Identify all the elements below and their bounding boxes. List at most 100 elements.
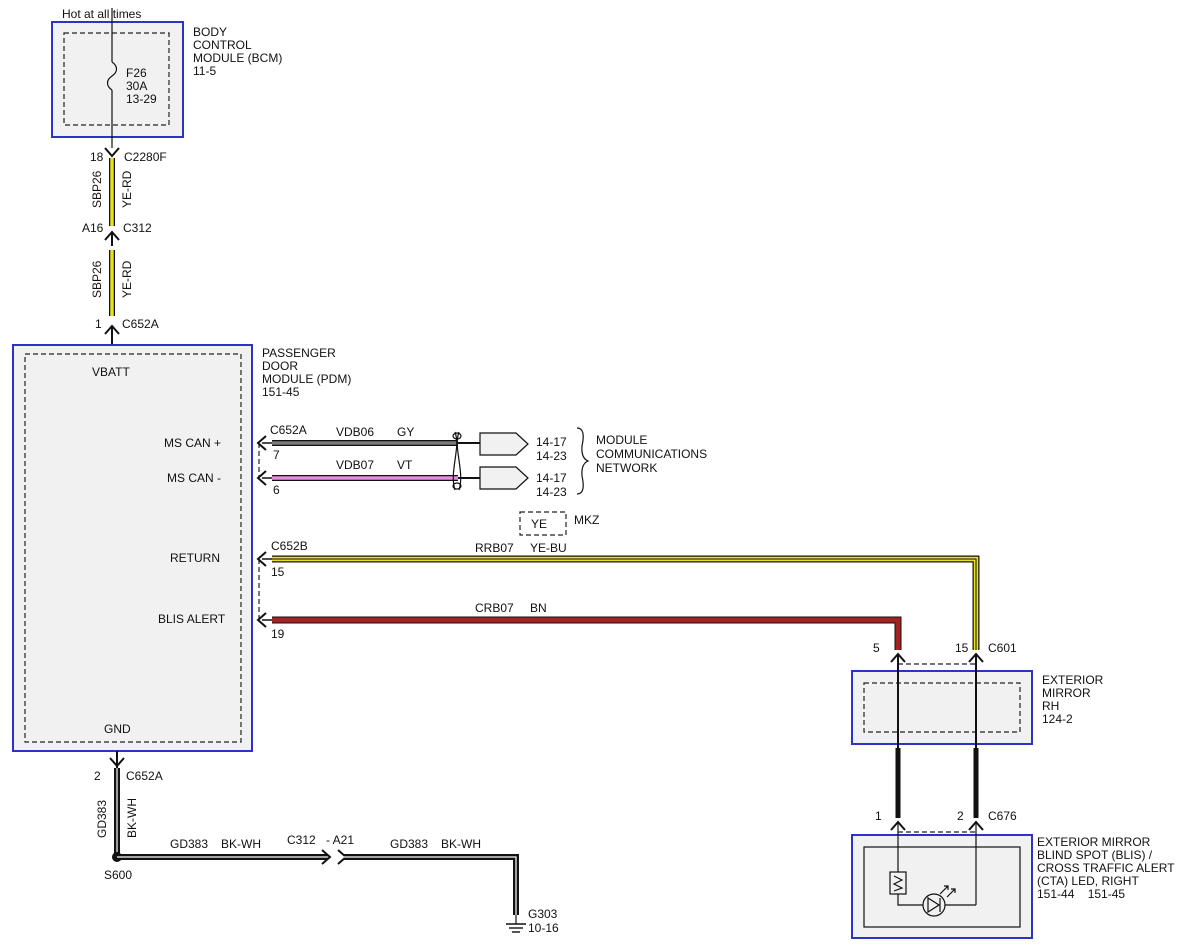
led-diode-triangle bbox=[927, 896, 941, 914]
c312-inline-connector: C312 bbox=[287, 833, 316, 847]
pdm-name-line: PASSENGER bbox=[262, 346, 336, 360]
mirror-name-line: MIRROR bbox=[1042, 686, 1091, 700]
ground-c652a-icon bbox=[109, 757, 125, 768]
ground-ref: 10-16 bbox=[528, 921, 559, 935]
led-light-arrow-icon bbox=[946, 888, 956, 898]
option-box bbox=[519, 511, 567, 536]
page-ref-arrow-minus bbox=[479, 466, 529, 490]
ground-pin: 2 bbox=[94, 769, 101, 783]
option-label: MKZ bbox=[574, 513, 599, 527]
return-wire-outline bbox=[272, 555, 980, 650]
gd383-circuit-h2: GD383 bbox=[390, 837, 428, 851]
can-plus-color: GY bbox=[397, 425, 414, 439]
resistor-icon bbox=[889, 871, 907, 895]
sbp26-color-label-2: YE-RD bbox=[120, 260, 134, 298]
pdm-return: RETURN bbox=[170, 551, 220, 565]
c676-pin-a: 1 bbox=[875, 809, 882, 823]
fuse-rating: 30A bbox=[126, 79, 147, 93]
twisted-pair-icon bbox=[456, 431, 462, 491]
c312-inline-icon bbox=[321, 849, 332, 865]
can-minus-color: VT bbox=[397, 458, 413, 472]
twisted-pair-cap bbox=[452, 432, 462, 440]
blis-connector-icon bbox=[256, 612, 267, 628]
blis-circuit: CRB07 bbox=[475, 601, 514, 615]
pdm-vbatt-label: VBATT bbox=[92, 365, 130, 379]
bcm-name-line: MODULE (BCM) bbox=[193, 51, 282, 65]
c652a-connector: C652A bbox=[122, 317, 159, 331]
twisted-pair-cap bbox=[452, 482, 462, 490]
c676-pin-b: 2 bbox=[957, 809, 964, 823]
network-brace bbox=[576, 427, 590, 495]
network-line: NETWORK bbox=[596, 461, 657, 475]
pdm-inner-dashed bbox=[24, 353, 242, 743]
return-connector: C652B bbox=[271, 539, 308, 553]
return-connector-icon bbox=[256, 551, 267, 567]
page-ref-arrow-plus bbox=[479, 432, 529, 456]
gd383-color-h1: BK-WH bbox=[221, 837, 261, 851]
network-line: COMMUNICATIONS bbox=[596, 447, 707, 461]
pdm-gnd-label: GND bbox=[104, 722, 131, 736]
sbp26-color-label: YE-RD bbox=[120, 170, 134, 208]
led-icon bbox=[922, 893, 946, 917]
c312-inline-pin: - A21 bbox=[326, 833, 354, 847]
resistor-zigzag bbox=[892, 875, 904, 892]
can-plus-connector-icon bbox=[256, 435, 267, 451]
bcm-name-ref: 11-5 bbox=[193, 64, 216, 78]
mirror-name-line: RH bbox=[1042, 699, 1059, 713]
pdm-module-box bbox=[12, 344, 253, 752]
return-wire-stripe bbox=[272, 558, 977, 650]
blis-led-name-line: BLIND SPOT (BLIS) / bbox=[1037, 848, 1153, 862]
mirror-name-line: EXTERIOR bbox=[1042, 673, 1104, 687]
gd383-circuit-h1: GD383 bbox=[170, 837, 208, 851]
ground-connector: C652A bbox=[126, 769, 163, 783]
return-pin: 15 bbox=[271, 565, 285, 579]
fuse-f26-icon bbox=[106, 61, 118, 91]
blis-led-inner-box bbox=[863, 846, 1021, 928]
bcm-name-line: CONTROL bbox=[193, 38, 252, 52]
bcm-module-box bbox=[51, 21, 184, 138]
ground-label: G303 bbox=[528, 907, 558, 921]
can-plus-ref: 14-17 bbox=[536, 435, 567, 449]
pdm-name-line: DOOR bbox=[262, 359, 298, 373]
led-internal-wire-c bbox=[897, 894, 924, 906]
blis-led-name-line: (CTA) LED, RIGHT bbox=[1037, 874, 1139, 888]
fuse-name: F26 bbox=[126, 66, 147, 80]
can-minus-ref: 14-23 bbox=[536, 485, 567, 499]
blis-wire bbox=[272, 617, 901, 650]
can-minus-ref: 14-17 bbox=[536, 471, 567, 485]
c601-pin-b: 15 bbox=[955, 641, 969, 655]
c312-connector: C312 bbox=[123, 221, 152, 235]
return-color: YE-BU bbox=[530, 541, 567, 555]
c312-pin: A16 bbox=[82, 221, 104, 235]
gd383-wire-stripe bbox=[344, 856, 517, 915]
c2280f-connector: C2280F bbox=[124, 150, 167, 164]
return-circuit: RRB07 bbox=[475, 541, 514, 555]
pdm-ms-can-plus: MS CAN + bbox=[164, 436, 221, 450]
can-plus-ref: 14-23 bbox=[536, 449, 567, 463]
can-plus-pin: 7 bbox=[273, 448, 280, 462]
sbp26-circuit-label: SBP26 bbox=[90, 170, 104, 208]
blis-led-name-line: CROSS TRAFFIC ALERT bbox=[1037, 861, 1175, 875]
can-minus-pin: 6 bbox=[273, 483, 280, 497]
c652a-pin: 1 bbox=[95, 317, 102, 331]
mirror-name-ref: 124-2 bbox=[1042, 712, 1073, 726]
c2280f-pin: 18 bbox=[90, 150, 104, 164]
can-connector: C652A bbox=[270, 423, 307, 437]
can-plus-circuit: VDB06 bbox=[336, 425, 374, 439]
gd383-wire-to-ground bbox=[344, 854, 519, 915]
pdm-name-line: MODULE (PDM) bbox=[262, 372, 351, 386]
led-light-arrow-icon bbox=[939, 885, 949, 895]
blis-led-module-box bbox=[851, 834, 1033, 939]
sbp26-circuit-label-2: SBP26 bbox=[90, 260, 104, 298]
blis-led-refs: 151-44 151-45 bbox=[1037, 887, 1125, 901]
can-minus-connector-icon bbox=[256, 470, 267, 486]
blis-led-name-line: EXTERIOR MIRROR bbox=[1037, 835, 1151, 849]
gd383-color-vertical: BK-WH bbox=[125, 798, 139, 838]
c2280f-connector-icon bbox=[104, 147, 120, 158]
gd383-circuit-vertical: GD383 bbox=[95, 800, 109, 838]
blis-pin: 19 bbox=[271, 627, 285, 641]
pdm-blis-alert: BLIS ALERT bbox=[158, 612, 226, 626]
c601-pin-a: 5 bbox=[873, 641, 880, 655]
can-minus-circuit: VDB07 bbox=[336, 458, 374, 472]
